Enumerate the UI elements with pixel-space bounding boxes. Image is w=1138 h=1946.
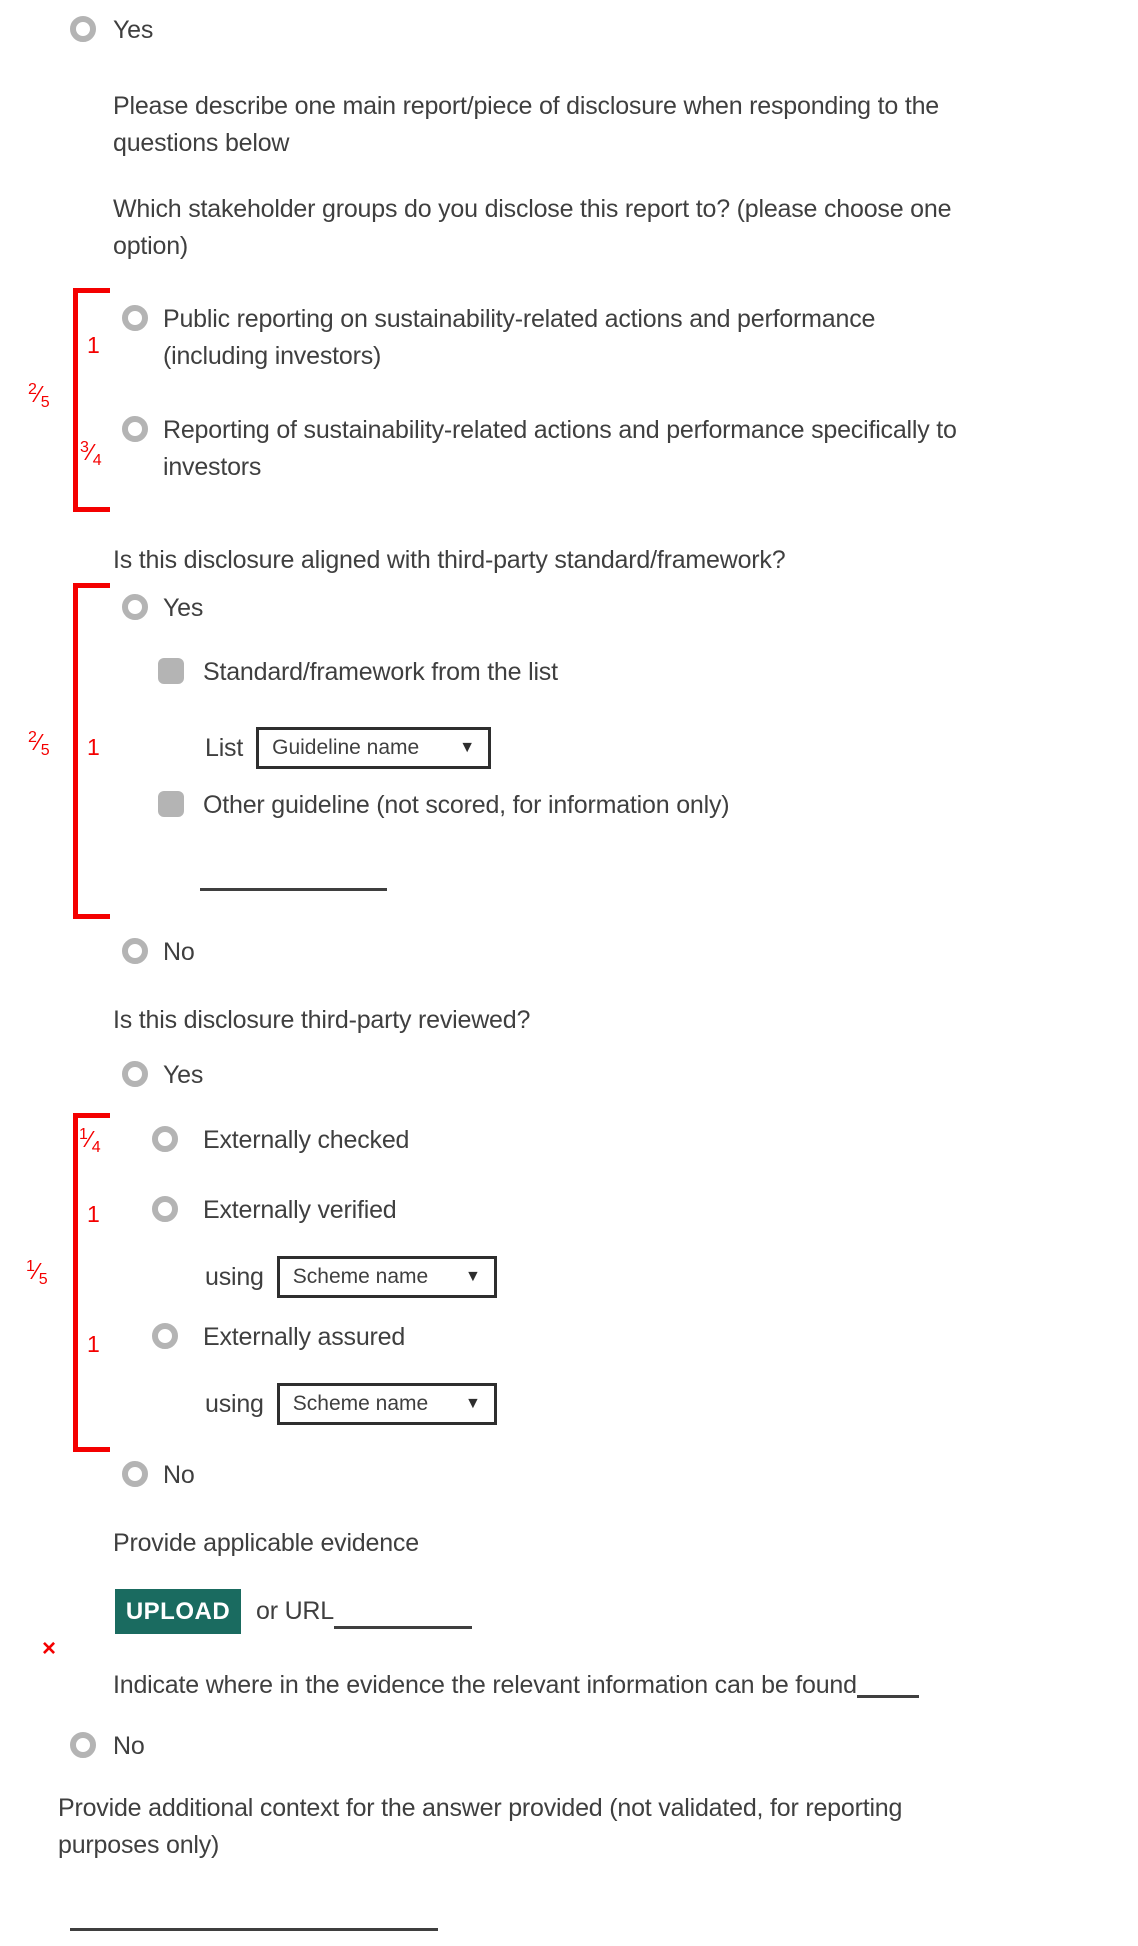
checkbox-icon[interactable]	[158, 791, 184, 817]
chevron-down-icon: ▼	[459, 739, 476, 756]
guideline-dropdown[interactable]: Guideline name ▼	[256, 727, 492, 769]
assured-scheme-dropdown[interactable]: Scheme name ▼	[276, 1383, 497, 1425]
chevron-down-icon: ▼	[464, 1395, 481, 1412]
score-bracket1-option1: 1	[87, 332, 100, 358]
aligned-yes-label: Yes	[163, 594, 204, 622]
score-bracket-2	[73, 583, 110, 919]
radio-icon[interactable]	[152, 1196, 178, 1222]
aligned-no-option[interactable]: No	[122, 934, 195, 971]
radio-icon[interactable]	[70, 1732, 96, 1758]
assured-scheme-row: using Scheme name ▼	[205, 1383, 497, 1425]
radio-icon[interactable]	[152, 1126, 178, 1152]
radio-icon[interactable]	[122, 1461, 148, 1487]
reviewed-yes-option[interactable]: Yes	[122, 1057, 203, 1094]
guideline-list-row: List Guideline name ▼	[205, 727, 492, 769]
externally-checked-option[interactable]: Externally checked	[152, 1122, 409, 1159]
intro-text: Please describe one main report/piece of…	[113, 92, 939, 157]
aligned-no-label: No	[163, 938, 195, 966]
reviewed-no-label: No	[163, 1461, 195, 1489]
outer-no-label: No	[113, 1732, 145, 1760]
radio-icon[interactable]	[122, 1061, 148, 1087]
externally-verified-label: Externally verified	[203, 1196, 397, 1224]
checkbox-other-label: Other guideline (not scored, for informa…	[203, 791, 730, 819]
option-public-label: Public reporting on sustainability-relat…	[163, 305, 876, 370]
aligned-question: Is this disclosure aligned with third-pa…	[113, 546, 786, 574]
context-label: Provide additional context for the answe…	[58, 1794, 903, 1859]
externally-checked-label: Externally checked	[203, 1126, 410, 1154]
outer-yes-label: Yes	[113, 16, 154, 44]
url-input[interactable]	[334, 1606, 472, 1629]
score-bracket3-total: 1⁄5	[26, 1258, 48, 1288]
score-bracket2-total: 2⁄5	[28, 729, 50, 759]
checkbox-standard-option[interactable]: Standard/framework from the list	[158, 654, 558, 691]
radio-icon[interactable]	[152, 1323, 178, 1349]
error-mark: ×	[42, 1635, 57, 1662]
reviewed-question: Is this disclosure third-party reviewed?	[113, 1006, 531, 1034]
score-bracket1-total: 2⁄5	[28, 381, 50, 411]
indicate-input[interactable]	[856, 1675, 919, 1698]
verified-scheme-dropdown[interactable]: Scheme name ▼	[276, 1256, 497, 1298]
using-label: using	[205, 1262, 264, 1291]
verified-scheme-row: using Scheme name ▼	[205, 1256, 497, 1298]
checkbox-standard-label: Standard/framework from the list	[203, 658, 558, 686]
externally-assured-option[interactable]: Externally assured	[152, 1319, 405, 1356]
indicate-row: Indicate where in the evidence the relev…	[113, 1667, 919, 1704]
option-investor-reporting[interactable]: Reporting of sustainability-related acti…	[122, 412, 957, 486]
score-externally-assured: 1	[87, 1331, 100, 1357]
outer-yes-option[interactable]: Yes	[70, 12, 153, 49]
upload-button[interactable]: UPLOAD	[115, 1589, 241, 1634]
externally-assured-label: Externally assured	[203, 1323, 406, 1351]
radio-icon[interactable]	[122, 305, 148, 331]
verified-scheme-value: Scheme name	[292, 1265, 429, 1288]
guideline-dropdown-value: Guideline name	[272, 736, 420, 759]
stakeholder-question: Which stakeholder groups do you disclose…	[113, 195, 952, 260]
list-label: List	[205, 733, 244, 762]
aligned-yes-option[interactable]: Yes	[122, 590, 203, 627]
other-guideline-input[interactable]	[200, 888, 387, 891]
option-investors-label: Reporting of sustainability-related acti…	[163, 416, 957, 481]
upload-row: UPLOAD or URL	[115, 1589, 472, 1634]
assured-scheme-value: Scheme name	[292, 1392, 429, 1415]
checkbox-other-option[interactable]: Other guideline (not scored, for informa…	[158, 787, 730, 824]
indicate-label: Indicate where in the evidence the relev…	[113, 1671, 857, 1699]
score-bracket-3	[73, 1113, 110, 1452]
score-bracket2-yes: 1	[87, 734, 100, 760]
score-bracket-1	[73, 288, 110, 512]
option-public-reporting[interactable]: Public reporting on sustainability-relat…	[122, 301, 875, 375]
externally-verified-option[interactable]: Externally verified	[152, 1192, 397, 1229]
or-url-label: or URL	[256, 1597, 334, 1625]
score-externally-verified: 1	[87, 1201, 100, 1227]
radio-icon[interactable]	[122, 416, 148, 442]
radio-icon[interactable]	[70, 16, 96, 42]
radio-icon[interactable]	[122, 938, 148, 964]
evidence-label: Provide applicable evidence	[113, 1529, 419, 1557]
checkbox-icon[interactable]	[158, 658, 184, 684]
chevron-down-icon: ▼	[464, 1268, 481, 1285]
score-bracket1-option2: 3⁄4	[80, 439, 102, 469]
score-externally-checked: 1⁄4	[79, 1126, 101, 1156]
radio-icon[interactable]	[122, 594, 148, 620]
context-input[interactable]	[70, 1928, 438, 1931]
reviewed-no-option[interactable]: No	[122, 1457, 195, 1494]
using-label: using	[205, 1389, 264, 1418]
outer-no-option[interactable]: No	[70, 1728, 145, 1765]
reviewed-yes-label: Yes	[163, 1061, 204, 1089]
